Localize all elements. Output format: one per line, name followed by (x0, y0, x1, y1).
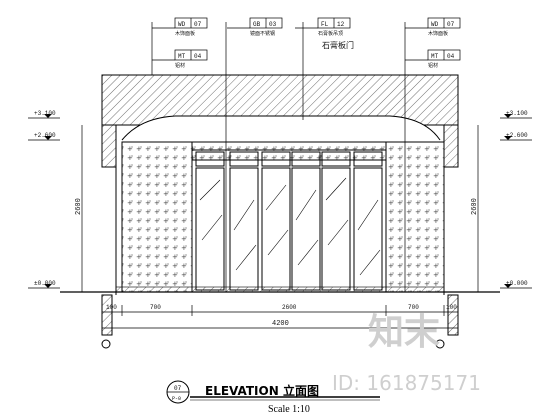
callout-number: 03 (269, 21, 277, 28)
callout-note: 铝材 (428, 62, 438, 69)
callout-tag: WD 07 木饰面板 (405, 17, 461, 37)
dim-bottom-label: 2600 (282, 304, 297, 311)
drawing-index-sheet: P-0 (172, 396, 181, 402)
floor-line (60, 286, 500, 293)
callout-tag: WD 07 木饰面板 (152, 17, 208, 37)
level-label: +3.100 (34, 110, 56, 117)
drawing-title: ELEVATION 立面图 (205, 383, 319, 398)
callout-tag: MT 04 铝材 (405, 49, 461, 69)
level-marker-left: +3.100 (28, 110, 60, 119)
center-note: 石膏板门 (322, 40, 354, 51)
callout-code: FL (321, 21, 329, 28)
level-marker-right: +2.600 (500, 132, 532, 141)
dim-vertical-left: 2600 (75, 198, 83, 215)
side-columns (101, 124, 459, 336)
callout-number: 07 (447, 21, 455, 28)
level-marker-left: +2.600 (28, 132, 60, 141)
glass-doors (191, 149, 387, 293)
callout-note: 镜面不锈钢 (250, 30, 275, 37)
drawing-scale: Scale 1:10 (268, 404, 310, 415)
callout-tag: GB 03 镜面不锈钢 (227, 17, 283, 37)
callout-note: 木饰面板 (428, 30, 448, 37)
callout-number: 12 (337, 21, 345, 28)
dim-bottom-label: 700 (408, 304, 419, 311)
title-block (166, 380, 380, 404)
dim-bottom-label: 700 (150, 304, 161, 311)
callout-tag: MT 04 铝材 (152, 49, 208, 69)
wall-panels (121, 141, 445, 293)
level-label: +2.600 (506, 132, 528, 139)
dim-bottom-label: 100 (106, 304, 117, 311)
callout-number: 04 (447, 53, 455, 60)
level-marker-left: ±0.000 (28, 280, 60, 289)
callout-code: WD (178, 21, 186, 28)
callout-number: 04 (194, 53, 202, 60)
callout-note: 石膏板吊顶 (318, 30, 343, 37)
leader-lines (151, 22, 406, 292)
callout-number: 07 (194, 21, 202, 28)
dim-vertical-right: 2600 (471, 198, 479, 215)
dim-bottom-labels: 100 700 2600 700 100 (106, 304, 457, 311)
dim-total: 4200 (272, 320, 289, 328)
level-label: ±0.000 (506, 280, 528, 287)
bottom-dimensions (101, 305, 459, 332)
callout-code: MT (431, 53, 439, 60)
callout-note: 铝材 (175, 62, 185, 69)
level-label: ±0.000 (34, 280, 56, 287)
callout-tag: FL 12 石膏板吊顶 (295, 17, 351, 37)
ceiling-band (101, 74, 459, 141)
watermark-logo: 知末 (368, 312, 440, 353)
callout-note: 木饰面板 (175, 30, 195, 37)
dim-bottom-label: 100 (446, 304, 457, 311)
level-marker-right: ±0.000 (500, 280, 532, 289)
callout-tags: WD 07 木饰面板 MT 04 铝材 GB 03 镜面不锈钢 FL 12 石膏板吊顶 WD 07 木饰面板… (152, 17, 461, 69)
callout-code: MT (178, 53, 186, 60)
section-bubbles (101, 339, 445, 349)
vertical-dimensions (81, 125, 479, 292)
level-label: +2.600 (34, 132, 56, 139)
level-label: +3.100 (506, 110, 528, 117)
level-marker-right: +3.100 (500, 110, 532, 119)
callout-code: WD (431, 21, 439, 28)
drawing-index-number: 07 (174, 385, 182, 392)
level-markers: +3.100 +2.600 ±0.000 +3.100 +2.600 ±0.000 (28, 110, 532, 289)
callout-code: GB (253, 21, 261, 28)
watermark-id: ID: 161875171 (332, 371, 481, 395)
